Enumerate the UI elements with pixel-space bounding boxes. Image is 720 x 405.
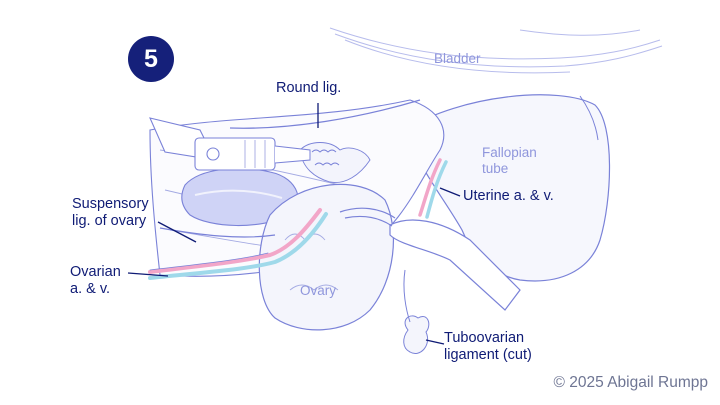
copyright-notice: © 2025 Abigail Rumpp <box>553 374 708 391</box>
ovarian-vessels-label: Ovarian a. & v. <box>70 264 121 297</box>
step-badge: 5 <box>128 36 174 82</box>
leader-lines <box>127 103 461 345</box>
ovary-label: Ovary <box>300 283 337 298</box>
ovary-shape <box>258 183 394 331</box>
fallopian-tube-label: Fallopian tube <box>482 145 537 176</box>
tuboovarian-ligament-label: Tuboovarian ligament (cut) <box>444 330 532 363</box>
round-ligament-label: Round lig. <box>276 80 342 96</box>
laparoscopic-grasper <box>149 117 311 171</box>
bladder-label: Bladder <box>434 51 481 66</box>
tuboovarian-ligament-cut <box>403 269 430 354</box>
uterus-body <box>404 94 611 282</box>
round-ligament <box>229 99 421 129</box>
uterine-vessels-label: Uterine a. & v. <box>463 188 554 204</box>
uterine-vessels <box>418 158 448 219</box>
laparoscopic-scissors <box>339 207 521 311</box>
ovarian-vessels <box>148 208 328 280</box>
mesosalpinx <box>299 142 371 183</box>
suspensory-ligament-label: Suspensory lig. of ovary <box>72 196 149 229</box>
bladder-outline <box>329 27 663 74</box>
